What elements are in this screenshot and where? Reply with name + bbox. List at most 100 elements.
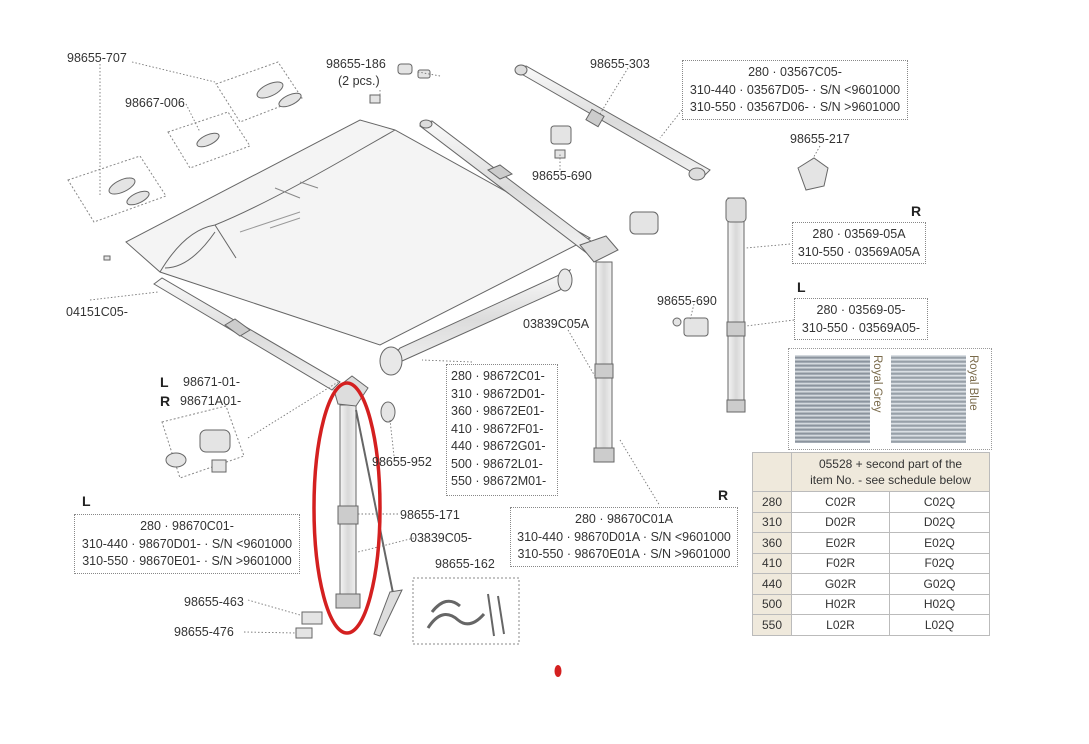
label-98655-217: 98655-217	[790, 132, 850, 146]
table-corner-cell	[752, 452, 792, 492]
right-front-leg	[579, 235, 619, 463]
part-box-03567: 280 · 03567C05- 310-440 · 03567D05- · S/…	[682, 60, 908, 120]
part-box-leg-l-line: 310-550 · 98670E01- · S/N >9601000	[82, 554, 292, 568]
label-98655-463: 98655-463	[184, 595, 244, 609]
label-98667-006: 98667-006	[125, 96, 185, 110]
part-box-arm-r: 280 · 03569-05A 310-550 · 03569A05A	[792, 222, 926, 264]
label-98655-303: 98655-303	[590, 57, 650, 71]
table-code-cell-blue: H02Q	[889, 593, 990, 615]
label-98671-01: 98671-01-	[183, 375, 240, 389]
part-box-03567-line: 310-550 · 03567D06- · S/N >9601000	[689, 100, 901, 114]
label-98655-952: 98655-952	[372, 455, 432, 469]
label-98671A01: 98671A01-	[180, 394, 242, 408]
table-header-row: 05528 + second part of the item No. - se…	[752, 452, 990, 492]
table-header-cell: 05528 + second part of the item No. - se…	[791, 452, 990, 492]
roller-tube	[379, 268, 573, 376]
table-code-cell-grey: D02R	[791, 511, 890, 533]
part-box-roller-line: 310 · 98672D01-	[451, 386, 545, 401]
part-box-03567-line: 310-440 · 03567D05- · S/N <9601000	[689, 82, 901, 97]
table-size-cell: 360	[752, 532, 792, 554]
part-box-arm-r-line: 310-550 · 03569A05A	[797, 244, 921, 259]
highlight-ellipse	[312, 381, 382, 635]
label-98655-186: 98655-186	[326, 57, 386, 71]
table-code-cell-grey: C02R	[791, 491, 890, 513]
table-header-line: item No. - see schedule below	[810, 473, 971, 487]
side-mark-l-front: L	[160, 374, 169, 390]
top-bar	[514, 64, 711, 181]
part-box-leg-r-line: 310-550 · 98670E01A · S/N >9601000	[517, 547, 731, 561]
side-mark-l-leg: L	[82, 493, 91, 509]
table-size-cell: 550	[752, 614, 792, 636]
part-box-arm-l-line: 280 · 03569-05-	[816, 303, 906, 317]
label-98655-476: 98655-476	[174, 625, 234, 639]
swatch-name-royal-blue: Royal Blue	[967, 355, 979, 411]
part-box-leg-l: 280 · 98670C01- 310-440 · 98670D01- · S/…	[74, 514, 300, 574]
label-98655-162: 98655-162	[435, 557, 495, 571]
fabric-schedule-table: 05528 + second part of the item No. - se…	[752, 452, 990, 636]
table-code-cell-blue: F02Q	[889, 552, 990, 574]
part-box-roller-line: 280 · 98672C01-	[451, 369, 545, 383]
part-box-leg-l-line: 280 · 98670C01-	[140, 519, 234, 533]
table-code-cell-blue: G02Q	[889, 573, 990, 595]
label-98655-707: 98655-707	[67, 51, 127, 65]
table-code-cell-grey: G02R	[791, 573, 890, 595]
table-size-cell: 410	[752, 552, 792, 574]
right-rear-arm	[725, 197, 747, 413]
part-box-leg-r-line: 280 · 98670C01A	[575, 512, 673, 526]
table-code-cell-grey: H02R	[791, 593, 890, 615]
table-size-cell: 500	[752, 593, 792, 615]
label-98655-690-top: 98655-690	[532, 169, 592, 183]
label-03839C05: 03839C05-	[410, 531, 472, 545]
side-mark-r-front: R	[160, 393, 171, 409]
table-code-cell-blue: C02Q	[889, 491, 990, 513]
part-box-03567-line: 280 · 03567C05-	[748, 65, 842, 79]
part-box-roller-line: 500 · 98672L01-	[451, 456, 543, 471]
side-mark-r-leg: R	[718, 487, 729, 503]
part-box-roller-line: 440 · 98672G01-	[451, 439, 546, 453]
table-code-cell-grey: L02R	[791, 614, 890, 636]
label-98655-171: 98655-171	[400, 508, 460, 522]
side-mark-l-arm: L	[797, 279, 806, 295]
part-box-roller-line: 410 · 98672F01-	[451, 421, 544, 436]
table-header-line: 05528 + second part of the	[818, 457, 963, 471]
label-98655-690-mid: 98655-690	[657, 294, 717, 308]
table-size-cell: 280	[752, 491, 792, 513]
part-box-roller-line: 550 · 98672M01-	[451, 474, 547, 488]
part-box-leg-l-line: 310-440 · 98670D01- · S/N <9601000	[81, 536, 293, 551]
front-rail-tube	[419, 119, 601, 255]
side-mark-r-arm: R	[911, 203, 922, 219]
fabric-swatch-panel: Royal Grey Royal Blue	[788, 348, 992, 450]
part-box-arm-l: 280 · 03569-05- 310-550 · 03569A05-	[794, 298, 928, 340]
part-box-leg-r: 280 · 98670C01A 310-440 · 98670D01A · S/…	[510, 507, 738, 567]
part-box-roller-line: 360 · 98672E01-	[451, 404, 545, 418]
leader-lines	[89, 61, 821, 634]
part-box-leg-r-line: 310-440 · 98670D01A · S/N <9601000	[517, 529, 731, 544]
part-box-roller: 280 · 98672C01- 310 · 98672D01- 360 · 98…	[446, 364, 558, 496]
highlight-dot	[554, 665, 562, 677]
swatch-name-royal-grey: Royal Grey	[871, 355, 883, 413]
label-03839C05A: 03839C05A	[523, 317, 590, 331]
table-code-cell-grey: F02R	[791, 552, 890, 574]
table-code-cell-blue: D02Q	[889, 511, 990, 533]
label-98655-186-qty: (2 pcs.)	[338, 74, 380, 88]
lower-rail-tube	[153, 277, 341, 391]
table-code-cell-grey: E02R	[791, 532, 890, 554]
swatch-royal-grey	[795, 355, 870, 443]
label-04151C05: 04151C05-	[66, 305, 128, 319]
part-box-arm-l-line: 310-550 · 03569A05-	[801, 320, 921, 335]
swatch-royal-blue	[891, 355, 966, 443]
awning-fabric	[125, 119, 592, 346]
table-size-cell: 440	[752, 573, 792, 595]
table-size-cell: 310	[752, 511, 792, 533]
part-box-arm-r-line: 280 · 03569-05A	[812, 227, 906, 241]
